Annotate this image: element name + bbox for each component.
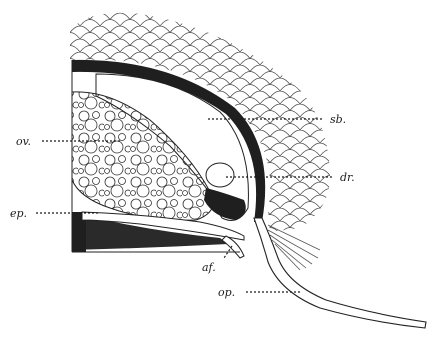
label-ov: ov.: [16, 135, 31, 148]
gland-dr: [206, 163, 234, 187]
label-sb: sb.: [330, 113, 346, 126]
label-ep: ep.: [10, 207, 27, 220]
ovipositor: [254, 218, 426, 328]
label-af: af.: [202, 261, 216, 274]
label-dr: dr.: [340, 171, 355, 184]
label-op: op.: [218, 286, 235, 299]
